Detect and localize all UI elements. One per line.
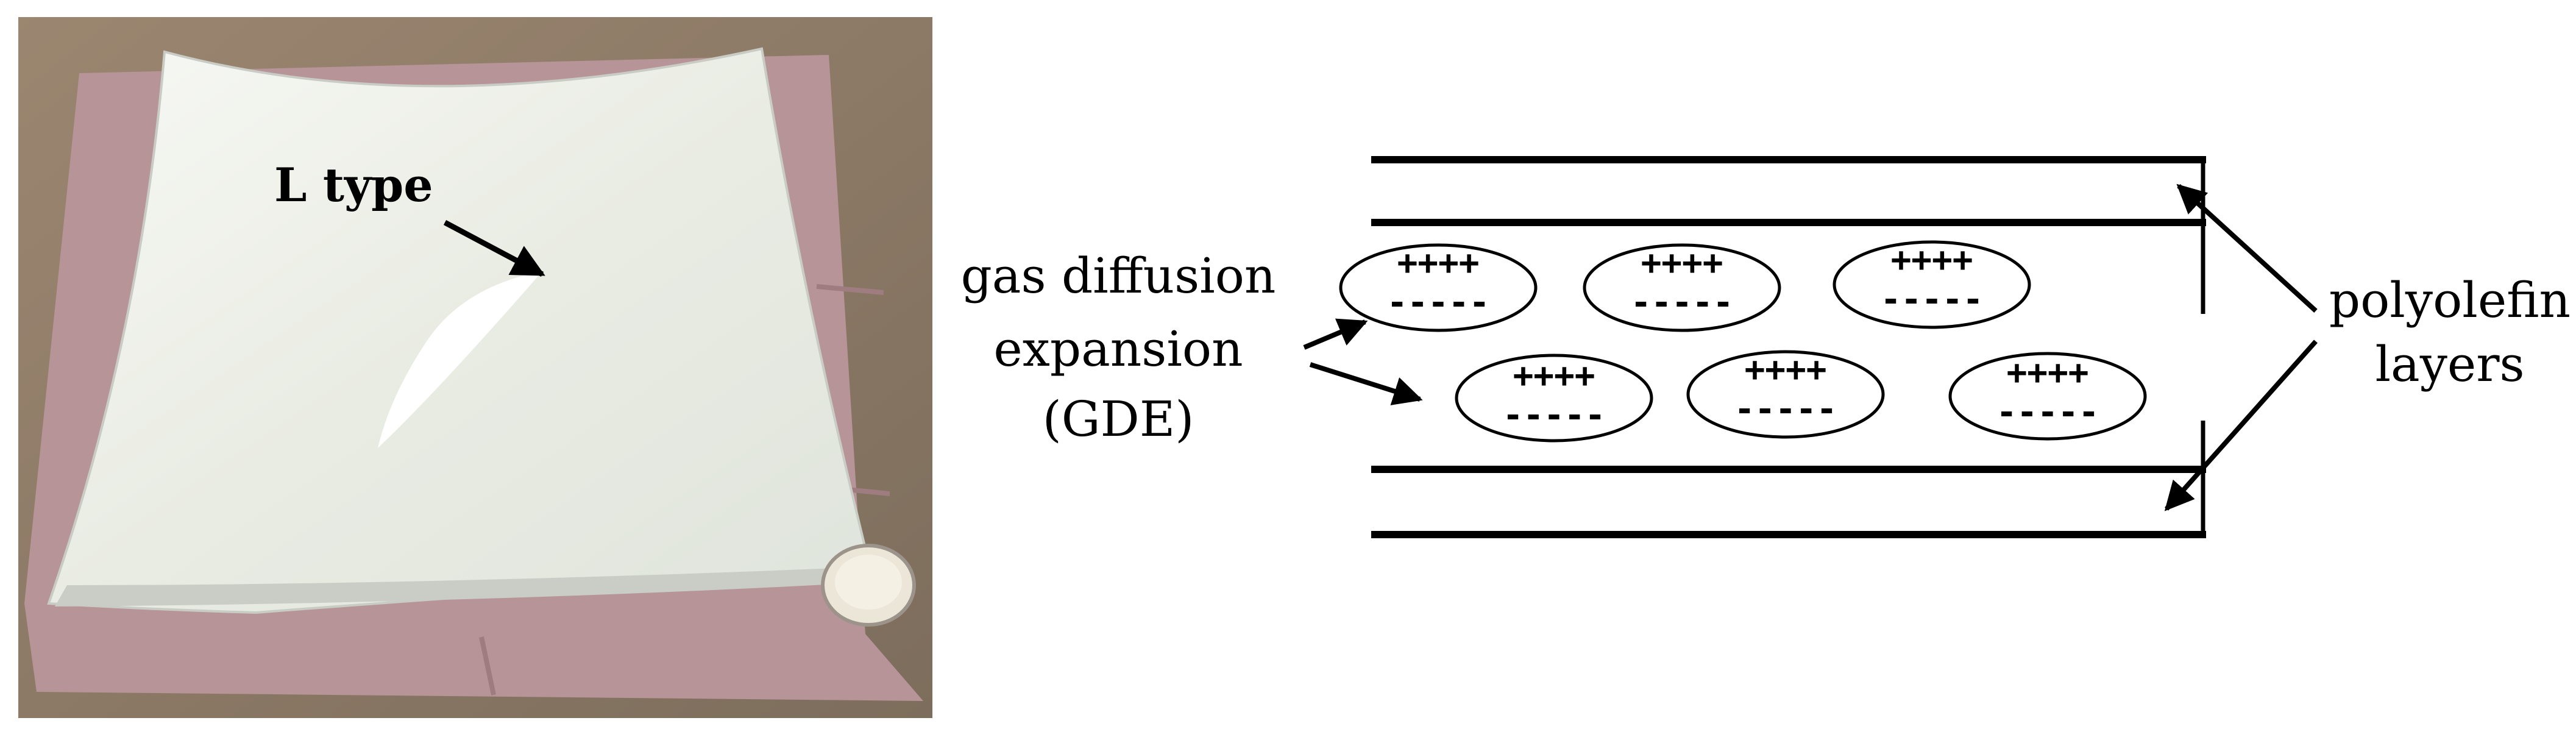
cell-positive-signs: ++++ — [1641, 243, 1723, 283]
cell-positive-signs: ++++ — [1891, 240, 1973, 280]
cell-negative-signs: ----- — [1996, 393, 2099, 432]
cell-positive-signs: ++++ — [1397, 243, 1480, 283]
gde-cell: ++++ ----- — [1833, 240, 2031, 329]
sheet-shadow — [55, 567, 871, 607]
cell-negative-signs: ----- — [1387, 283, 1490, 322]
gde-arrow-upper — [1303, 318, 1368, 350]
gde-cell: ++++ ----- — [1686, 350, 1885, 439]
cell-negative-signs: ----- — [1881, 280, 1984, 319]
cell-negative-signs: ----- — [1734, 390, 1837, 429]
layers-arrow-upper — [2176, 183, 2318, 313]
gde-label-line-1: gas diffusion — [961, 247, 1276, 304]
electrode-disc-inner — [835, 555, 902, 610]
cell-negative-signs: ----- — [1503, 396, 1606, 435]
cell-positive-signs: ++++ — [1745, 350, 1827, 390]
l-type-label: L type — [274, 158, 433, 212]
tile-seam — [816, 284, 884, 295]
gde-label-line-2: expansion — [993, 321, 1243, 377]
cell-positive-signs: ++++ — [1513, 356, 1595, 396]
cell-negative-signs: ----- — [1631, 283, 1734, 322]
gde-cell: ++++ ----- — [1948, 352, 2147, 441]
tile-seam — [479, 636, 496, 696]
l-type-arrow — [443, 220, 545, 277]
gde-cell: ++++ ----- — [1339, 243, 1538, 332]
cell-positive-signs: ++++ — [2007, 353, 2089, 393]
polyolefin-label: polyolefin layers — [2329, 272, 2571, 393]
gde-label-line-3: (GDE) — [1043, 391, 1194, 447]
gde-arrow-lower — [1309, 362, 1423, 405]
gde-cell: ++++ ----- — [1455, 354, 1653, 443]
gde-label: gas diffusion expansion (GDE) — [961, 247, 1276, 447]
sheet-reflection — [378, 271, 542, 448]
photo-panel: L type — [18, 17, 932, 718]
gde-cell: ++++ ----- — [1583, 243, 1781, 332]
diagram-panel: ++++ ----- ++++ ----- ++++ ----- ++++ --… — [961, 156, 2571, 538]
polyolefin-label-line-1: polyolefin — [2329, 272, 2571, 329]
layers-arrow-lower — [2164, 340, 2318, 511]
polyolefin-label-line-2: layers — [2375, 336, 2524, 393]
